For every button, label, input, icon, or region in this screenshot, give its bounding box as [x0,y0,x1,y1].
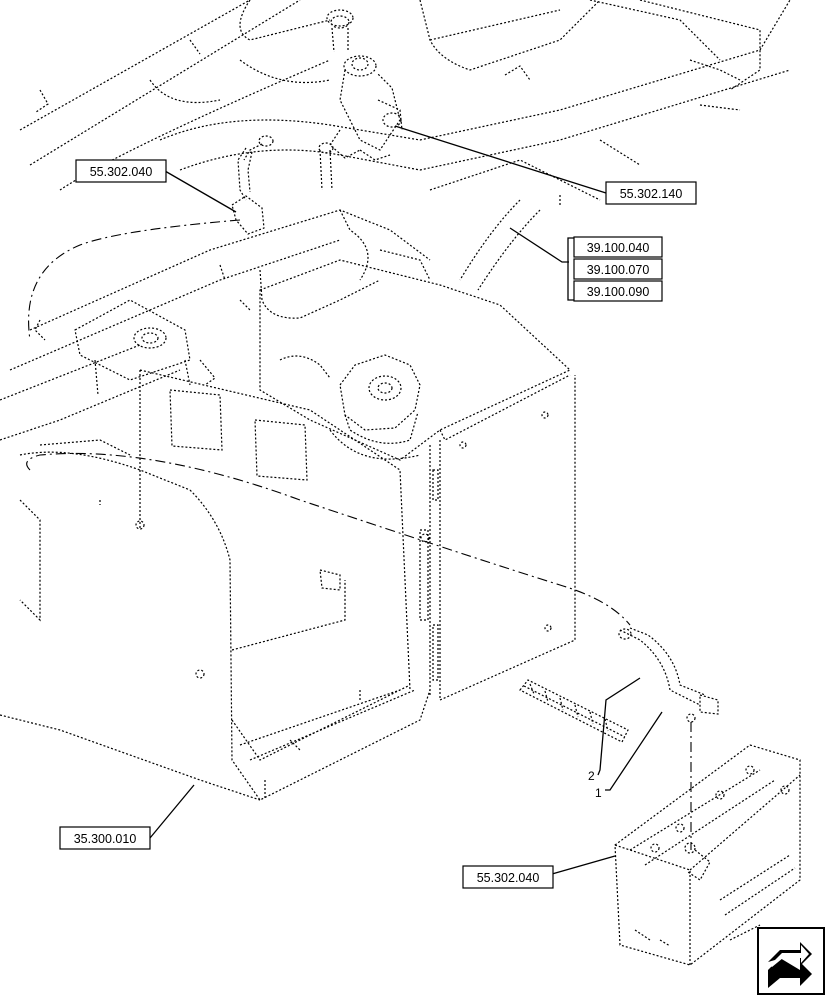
chassis-frame [19,0,791,291]
ref-top-right[interactable]: 55.302.140 [605,181,697,205]
ref-group-3-label: 39.100.090 [587,285,650,299]
battery-support [0,439,431,801]
reference-group-bracket [567,237,574,301]
ref-bottom-left-label: 35.300.010 [74,832,137,846]
leader-lines [149,125,663,875]
fuel-tank [135,259,576,701]
ref-top-right-label: 55.302.140 [620,187,683,201]
filler-breather-assembly [318,9,403,191]
ref-group-2[interactable]: 39.100.070 [573,258,663,280]
ref-group-2-label: 39.100.070 [587,263,650,277]
battery-cable [618,627,719,723]
filler-cap [329,354,421,460]
ref-top-left[interactable]: 55.302.040 [75,159,167,183]
ref-bottom-right[interactable]: 55.302.040 [462,865,554,889]
frame-rail-bracket [0,209,431,441]
callout-item-2: 2 [588,769,595,783]
callout-item-1: 1 [595,786,602,800]
protective-sleeve [519,679,629,743]
ref-group-1[interactable]: 39.100.040 [573,236,663,258]
cable-routing-line [26,452,631,626]
ref-top-left-label: 55.302.040 [90,165,153,179]
ref-group-3[interactable]: 39.100.090 [573,280,663,302]
ref-group-1-label: 39.100.040 [587,241,650,255]
battery [614,744,801,966]
cable-routing-line-upper [28,219,241,341]
ref-bottom-right-label: 55.302.040 [477,871,540,885]
next-page-arrow-icon[interactable] [757,927,825,995]
ref-bottom-left[interactable]: 35.300.010 [59,826,151,850]
